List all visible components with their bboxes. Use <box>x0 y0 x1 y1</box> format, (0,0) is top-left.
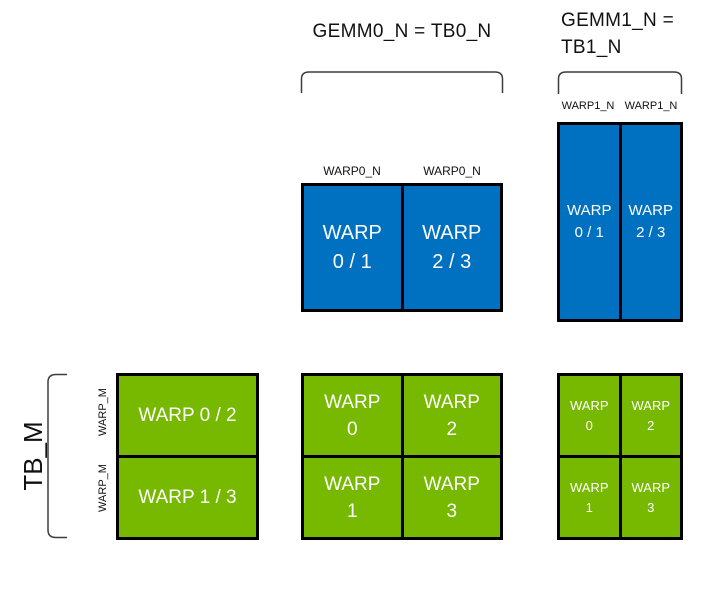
cell-text: WARP 0 / 2 <box>138 404 237 426</box>
cell-text: WARP <box>422 221 482 244</box>
gemm0-n-header: GEMM0_N = TB0_N <box>312 21 492 42</box>
gemm1-n-header-line1: GEMM1_N = <box>561 10 675 31</box>
warp02-row-cell: WARP 0 / 2 <box>119 376 256 455</box>
cell-text: 2 <box>446 418 458 440</box>
warp-m-label-top: WARP_M <box>97 388 109 436</box>
warp3-cell: WARP 3 <box>403 458 500 537</box>
cell-text: WARP <box>569 479 609 495</box>
warp0-n-label-left: WARP0_N <box>323 164 381 178</box>
cell-text: WARP <box>322 221 382 244</box>
gemm0-warp01-cell: WARP 0 / 1 <box>304 186 401 309</box>
gemm1-n-header-line2: TB1_N <box>561 37 622 58</box>
warp1-n-label-left: WARP1_N <box>561 100 615 112</box>
tb-m-label: TB_M <box>18 421 48 491</box>
warp0-n-label-right: WARP0_N <box>423 164 481 178</box>
warp-m-label-bottom: WARP_M <box>97 464 109 512</box>
warp0-cell: WARP 0 <box>304 376 401 455</box>
warp1-n-label-right: WARP1_N <box>624 100 678 112</box>
tb-m-bracket-icon <box>46 373 68 544</box>
gemm1-warp-grid: WARP 0 WARP 2 WARP 1 WARP 3 <box>557 373 683 540</box>
tb-m-tile: WARP 0 / 2 WARP 1 / 3 <box>116 373 259 540</box>
gemm1-n-bracket-icon <box>557 70 683 100</box>
cell-text: 0 / 1 <box>574 224 604 241</box>
cell-text: 1 <box>585 499 593 515</box>
cell-text: WARP <box>324 391 381 413</box>
cell-text: 3 <box>446 500 458 522</box>
warp1-cell: WARP 1 <box>560 458 619 537</box>
cell-text: 2 / 3 <box>636 224 666 241</box>
cell-text: WARP <box>631 397 671 413</box>
cell-text: WARP <box>423 473 480 495</box>
gemm0-n-tile: WARP 0 / 1 WARP 2 / 3 <box>301 183 503 312</box>
cell-text: WARP <box>628 202 673 219</box>
cell-text: WARP <box>569 397 609 413</box>
gemm1-n-header: GEMM1_N = TB1_N <box>561 7 726 61</box>
warp0-cell: WARP 0 <box>560 376 619 455</box>
cell-text: 1 <box>346 500 358 522</box>
gemm0-warp-grid: WARP 0 WARP 2 WARP 1 WARP 3 <box>301 373 503 540</box>
cell-text: 0 / 1 <box>332 250 372 273</box>
cell-text: WARP <box>567 202 612 219</box>
warp1-cell: WARP 1 <box>304 458 401 537</box>
warp3-cell: WARP 3 <box>621 458 680 537</box>
cell-text: WARP <box>324 473 381 495</box>
gemm0-n-bracket-icon <box>300 70 504 99</box>
gemm0-warp23-cell: WARP 2 / 3 <box>403 186 500 309</box>
cell-text: 2 / 3 <box>432 250 472 273</box>
cell-text: 0 <box>585 417 593 433</box>
cell-text: 0 <box>346 418 358 440</box>
warp2-cell: WARP 2 <box>621 376 680 455</box>
cell-text: WARP <box>423 391 480 413</box>
warp2-cell: WARP 2 <box>403 376 500 455</box>
cell-text: WARP <box>631 479 671 495</box>
gemm1-warp01-cell: WARP 0 / 1 <box>560 125 619 319</box>
gemm1-warp23-cell: WARP 2 / 3 <box>621 125 680 319</box>
warp13-row-cell: WARP 1 / 3 <box>119 458 256 537</box>
cell-text: 2 <box>647 417 655 433</box>
cell-text: WARP 1 / 3 <box>138 486 237 508</box>
cell-text: 3 <box>647 499 655 515</box>
gemm1-n-tile: WARP 0 / 1 WARP 2 / 3 <box>557 122 683 322</box>
